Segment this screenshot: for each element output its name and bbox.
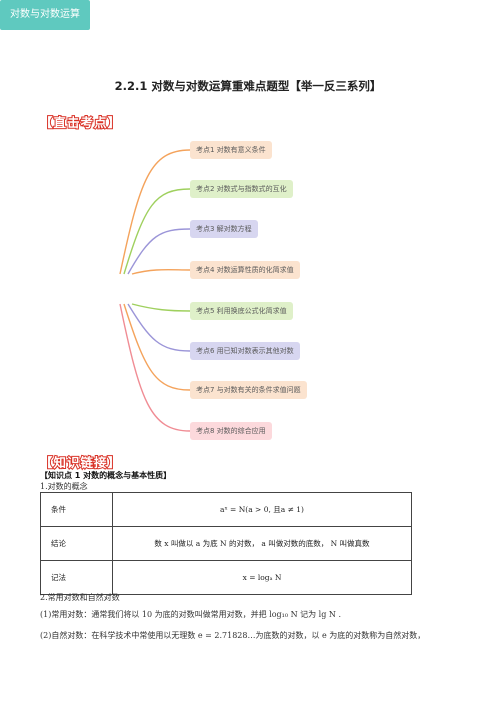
table-cell-value: x = logₐ N [112, 560, 412, 595]
mindmap-center-node: 对数与对数运算 [0, 0, 90, 30]
table-row: 结论 数 x 叫做以 a 为底 N 的对数， a 叫做对数的底数， N 叫做真数 [40, 526, 412, 561]
mindmap-node-8: 考点8 对数的综合应用 [190, 422, 272, 440]
branch-line-2 [123, 188, 191, 275]
branch-line-3 [127, 228, 191, 275]
knowledge-point-heading: 【知识点 1 对数的概念与基本性质】 [40, 471, 172, 480]
mindmap-node-2: 考点2 对数式与指数式的互化 [190, 180, 293, 198]
table-cell-label: 条件 [40, 492, 113, 527]
section-heading-direct: 【直击考点】 [39, 114, 122, 131]
document-title: 2.2.1 对数与对数运算重难点题型【举一反三系列】 [114, 79, 382, 93]
item-2-2-text: (2)自然对数：在科学技术中常使用以无理数 e = 2.71828…为底数的对数… [40, 631, 426, 640]
table-cell-value: aˣ = N(a > 0, 且a ≠ 1) [112, 492, 412, 527]
branch-line-4 [131, 268, 191, 275]
table-cell-label: 结论 [40, 526, 113, 561]
mindmap-node-4: 考点4 对数运算性质的化简求值 [190, 261, 300, 279]
section-heading-link: 【知识链接】 [39, 454, 122, 471]
item-2-1-text: (1)常用对数：通常我们将以 10 为底的对数叫做常用对数，并把 log₁₀ N… [40, 610, 341, 619]
table-cell-label: 记法 [40, 560, 113, 595]
mindmap-node-5: 考点5 利用换底公式化简求值 [190, 302, 293, 320]
item-2-heading: 2.常用对数和自然对数 [40, 593, 120, 602]
branch-line-7 [123, 303, 191, 391]
item-1-heading: 1.对数的概念 [40, 482, 88, 491]
table-row: 记法 x = logₐ N [40, 560, 412, 595]
table-row: 条件 aˣ = N(a > 0, 且a ≠ 1) [40, 492, 412, 527]
table-cell-value: 数 x 叫做以 a 为底 N 的对数， a 叫做对数的底数， N 叫做真数 [112, 526, 412, 561]
mindmap-node-3: 考点3 解对数方程 [190, 220, 258, 238]
concept-table: 条件 aˣ = N(a > 0, 且a ≠ 1) 结论 数 x 叫做以 a 为底… [40, 492, 412, 595]
mindmap-node-7: 考点7 与对数有关的条件求值问题 [190, 381, 307, 399]
branch-line-6 [127, 303, 191, 352]
branch-line-1 [119, 149, 191, 275]
mindmap-node-1: 考点1 对数有意义条件 [190, 141, 272, 159]
mindmap-node-6: 考点6 用已知对数表示其他对数 [190, 342, 300, 360]
branch-line-8 [119, 303, 191, 432]
branch-line-5 [131, 303, 191, 312]
